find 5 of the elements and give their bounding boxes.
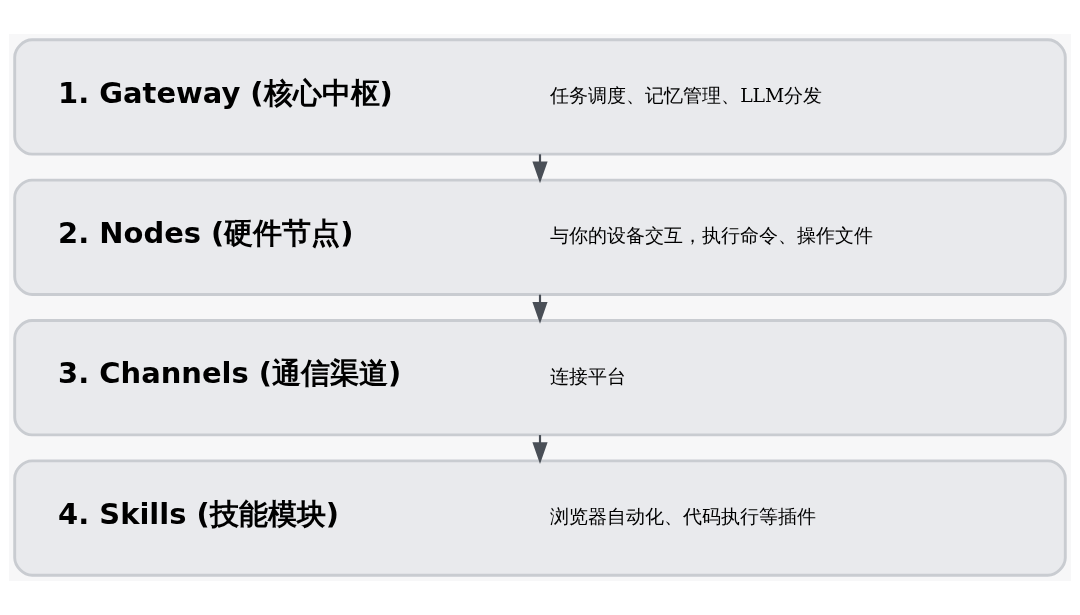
node-box: 3. Channels (通信渠道) 连接平台 <box>13 319 1067 437</box>
arrow <box>532 154 548 184</box>
node-box: 1. Gateway (核心中枢) 任务调度、记忆管理、LLM分发 <box>13 38 1067 156</box>
node-box: 4. Skills (技能模块) 浏览器自动化、代码执行等插件 <box>13 459 1067 577</box>
node-box: 2. Nodes (硬件节点) 与你的设备交互，执行命令、操作文件 <box>13 178 1067 296</box>
